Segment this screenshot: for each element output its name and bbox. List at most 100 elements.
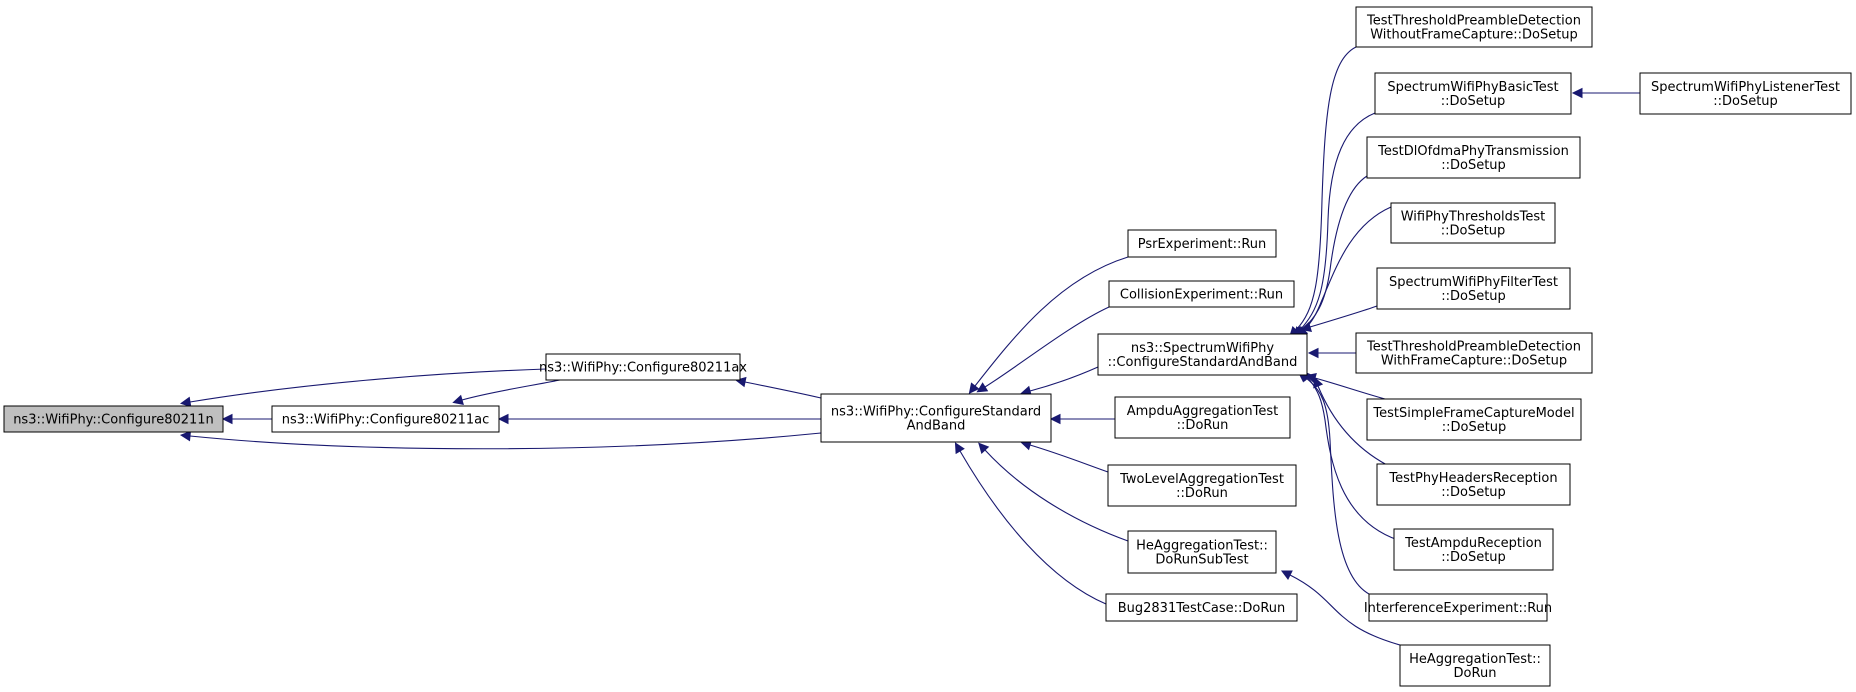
node-label: TestAmpduReception [1404, 536, 1542, 551]
node-label: ::DoSetup [1441, 550, 1506, 565]
edge-line [1029, 366, 1099, 392]
edge-heAggRun-to-heAggSubTest [1280, 570, 1401, 646]
node-label: ns3::WifiPhy::Configure80211ac [282, 413, 489, 428]
edge-configure80211ax-to-configure80211ac [452, 379, 561, 405]
node-box [545, 353, 741, 381]
node-label: ::DoSetup [1441, 485, 1506, 500]
edge-line [1299, 112, 1376, 331]
arrowhead-icon [968, 382, 980, 394]
node-box [1107, 464, 1297, 507]
node-box [1368, 593, 1548, 622]
node-label: TestThresholdPreambleDetection [1366, 340, 1581, 355]
node-box [1639, 72, 1852, 115]
edge-line [1307, 377, 1399, 541]
node-collisionRun[interactable]: CollisionExperiment::Run [1108, 280, 1295, 308]
edge-line [959, 450, 1107, 605]
node-bug2831Run[interactable]: Bug2831TestCase::DoRun [1105, 593, 1298, 622]
arrowhead-icon [1280, 570, 1293, 580]
edge-spectrumBasic-to-spectrumStdBand [1293, 112, 1376, 338]
node-spectrumStdBand[interactable]: ns3::SpectrumWifiPhy::ConfigureStandardA… [1097, 333, 1308, 376]
arrowhead-icon [1300, 321, 1313, 332]
node-label: HeAggregationTest:: [1136, 539, 1268, 554]
node-filterTest[interactable]: SpectrumWifiPhyFilterTest::DoSetup [1376, 267, 1571, 310]
node-label: WithoutFrameCapture::DoSetup [1370, 28, 1578, 43]
node-box [1393, 528, 1554, 571]
node-label: ns3::WifiPhy::Configure80211ax [539, 361, 747, 376]
arrowhead-icon [1049, 413, 1061, 425]
node-heAggRun[interactable]: HeAggregationTest::DoRun [1399, 644, 1551, 687]
nodes-layer: ns3::WifiPhy::Configure80211n ns3::WifiPh… [3, 6, 1852, 687]
node-simpleCapture[interactable]: TestSimpleFrameCaptureModel::DoSetup [1366, 398, 1582, 441]
node-label: WifiPhyThresholdsTest [1401, 210, 1546, 225]
node-spectrumListener[interactable]: SpectrumWifiPhyListenerTest::DoSetup [1639, 72, 1852, 115]
node-configureStdBand[interactable]: ns3::WifiPhy::ConfigureStandardAndBand [820, 393, 1052, 443]
node-box [1127, 229, 1277, 258]
node-spectrumBasic[interactable]: SpectrumWifiPhyBasicTest::DoSetup [1374, 72, 1572, 115]
edge-configureStdBand-to-configure80211n [179, 430, 822, 450]
node-box [271, 405, 500, 433]
arrowhead-icon [452, 394, 464, 405]
node-label: ::ConfigureStandardAndBand [1108, 355, 1298, 370]
edge-line [984, 306, 1110, 388]
edge-dlOfdma-to-spectrumStdBand [1294, 175, 1368, 337]
node-label: AndBand [907, 419, 966, 434]
edge-line [189, 368, 547, 403]
node-ampduReception[interactable]: TestAmpduReception::DoSetup [1393, 528, 1554, 571]
edge-line [1317, 385, 1388, 466]
arrowhead-icon [221, 413, 233, 425]
node-box [1097, 333, 1308, 376]
node-label: TestDlOfdmaPhyTransmission [1377, 144, 1569, 159]
node-label: ::DoSetup [1442, 420, 1507, 435]
arrowhead-icon [1571, 87, 1583, 99]
edge-bug2831Run-to-configureStdBand [954, 442, 1107, 605]
edges-layer [179, 46, 1640, 646]
node-box [3, 405, 224, 433]
node-box [1390, 202, 1556, 244]
node-box [1108, 280, 1295, 308]
node-thresholdsTest[interactable]: WifiPhyThresholdsTest::DoSetup [1390, 202, 1556, 244]
edge-psrRun-to-configureStdBand [968, 256, 1129, 394]
node-phyHeaders[interactable]: TestPhyHeadersReception::DoSetup [1376, 463, 1571, 506]
node-label: TestThresholdPreambleDetection [1366, 14, 1581, 29]
node-dlOfdma[interactable]: TestDlOfdmaPhyTransmission::DoSetup [1366, 136, 1581, 179]
node-twoLevelAggRun[interactable]: TwoLevelAggregationTest::DoRun [1107, 464, 1297, 507]
node-psrRun[interactable]: PsrExperiment::Run [1127, 229, 1277, 258]
node-label: ::DoRun [1177, 418, 1229, 433]
edge-thresholdCapture-to-spectrumStdBand [1307, 347, 1356, 359]
node-configure80211ac[interactable]: ns3::WifiPhy::Configure80211ac [271, 405, 500, 433]
node-thresholdNoCapture[interactable]: TestThresholdPreambleDetectionWithoutFra… [1355, 6, 1593, 48]
node-label: DoRunSubTest [1155, 553, 1248, 568]
node-ampduAggRun[interactable]: AmpduAggregationTest::DoRun [1114, 396, 1291, 439]
node-box [1105, 593, 1298, 622]
node-thresholdCapture[interactable]: TestThresholdPreambleDetectionWithFrameC… [1355, 332, 1593, 374]
arrowhead-icon [180, 396, 192, 408]
node-interferenceRun[interactable]: InterferenceExperiment::Run [1364, 593, 1552, 622]
node-configure80211n[interactable]: ns3::WifiPhy::Configure80211n [3, 405, 224, 433]
edge-line [1289, 574, 1401, 646]
node-label: InterferenceExperiment::Run [1364, 601, 1552, 616]
node-box [1355, 6, 1593, 48]
edge-ampduAggRun-to-configureStdBand [1049, 413, 1115, 425]
node-label: ::DoSetup [1441, 94, 1506, 109]
edge-configureStdBand-to-configure80211ax [735, 376, 822, 399]
edge-line [1295, 46, 1357, 331]
arrowhead-icon [1307, 347, 1319, 359]
edge-heAggSubTest-to-configureStdBand [978, 442, 1129, 542]
node-configure80211ax[interactable]: ns3::WifiPhy::Configure80211ax [539, 353, 747, 381]
edge-configure80211ax-to-configure80211n [180, 368, 547, 408]
node-label: AmpduAggregationTest [1127, 404, 1278, 419]
node-label: HeAggregationTest:: [1409, 652, 1541, 667]
edge-spectrumStdBand-to-configureStdBand [1020, 366, 1099, 397]
node-label: WithFrameCapture::DoSetup [1381, 354, 1567, 369]
node-label: Bug2831TestCase::DoRun [1118, 601, 1286, 616]
edge-spectrumListener-to-spectrumBasic [1571, 87, 1640, 99]
edge-line [1029, 444, 1109, 473]
edge-line [1305, 377, 1370, 595]
edge-line [1303, 206, 1392, 331]
node-label: TwoLevelAggregationTest [1119, 472, 1284, 487]
arrowhead-icon [978, 442, 990, 454]
node-heAggSubTest[interactable]: HeAggregationTest::DoRunSubTest [1127, 530, 1277, 574]
edge-line [1314, 377, 1386, 400]
node-label: TestSimpleFrameCaptureModel [1372, 406, 1574, 421]
